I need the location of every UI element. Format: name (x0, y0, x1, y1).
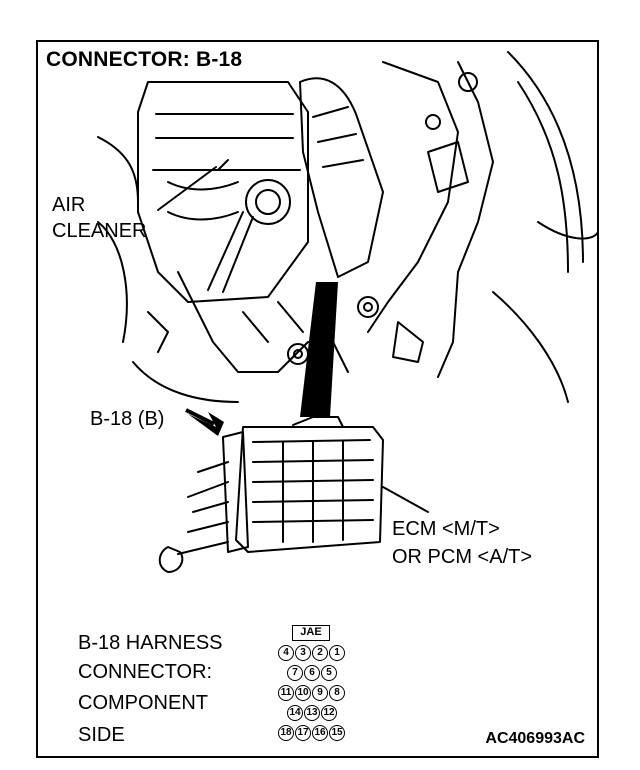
connector-pin-11: 11 (278, 685, 294, 701)
harness-label-line1: B-18 HARNESS (78, 632, 223, 654)
figure-code: AC406993AC (485, 730, 585, 747)
connector-pin-7: 7 (287, 665, 303, 681)
connector-ref-label: B-18 (B) (90, 408, 165, 430)
ecm-label-line1: ECM <M/T> (392, 518, 500, 540)
figure-frame: CONNECTOR: B-18 AIR CLEANER B-18 (B) ECM… (36, 40, 599, 758)
connector-pin-13: 13 (304, 705, 320, 721)
connector-pin-12: 12 (321, 705, 337, 721)
connector-pin-6: 6 (304, 665, 320, 681)
connector-pin-16: 16 (312, 725, 328, 741)
connector-pin-17: 17 (295, 725, 311, 741)
connector-pin-2: 2 (312, 645, 328, 661)
connector-pin-15: 15 (329, 725, 345, 741)
connector-pin-4: 4 (278, 645, 294, 661)
ecm-label-line2: OR PCM <A/T> (392, 546, 533, 568)
connector-arrow (188, 412, 224, 436)
connector-pin-3: 3 (295, 645, 311, 661)
connector-pin-5: 5 (321, 665, 337, 681)
air-cleaner-label-line1: AIR (52, 194, 86, 216)
page-title: CONNECTOR: B-18 (46, 48, 243, 71)
harness-label-line2: CONNECTOR: (78, 661, 213, 683)
connector-maker-label: JAE (292, 625, 330, 641)
connector-pin-9: 9 (312, 685, 328, 701)
connector-pin-1: 1 (329, 645, 345, 661)
connector-pin-10: 10 (295, 685, 311, 701)
air-cleaner-outline (137, 81, 309, 303)
connector-pin-8: 8 (329, 685, 345, 701)
ecm-module (235, 426, 384, 553)
air-cleaner-label-line2: CLEANER (52, 220, 147, 242)
engine-bay-illustration (97, 51, 597, 573)
pointer-wedge (300, 282, 338, 417)
intake-hose (299, 77, 384, 278)
connector-pin-14: 14 (287, 705, 303, 721)
harness-label-line4: SIDE (78, 724, 125, 746)
connector-pin-18: 18 (278, 725, 294, 741)
harness-label-line3: COMPONENT (78, 692, 208, 714)
